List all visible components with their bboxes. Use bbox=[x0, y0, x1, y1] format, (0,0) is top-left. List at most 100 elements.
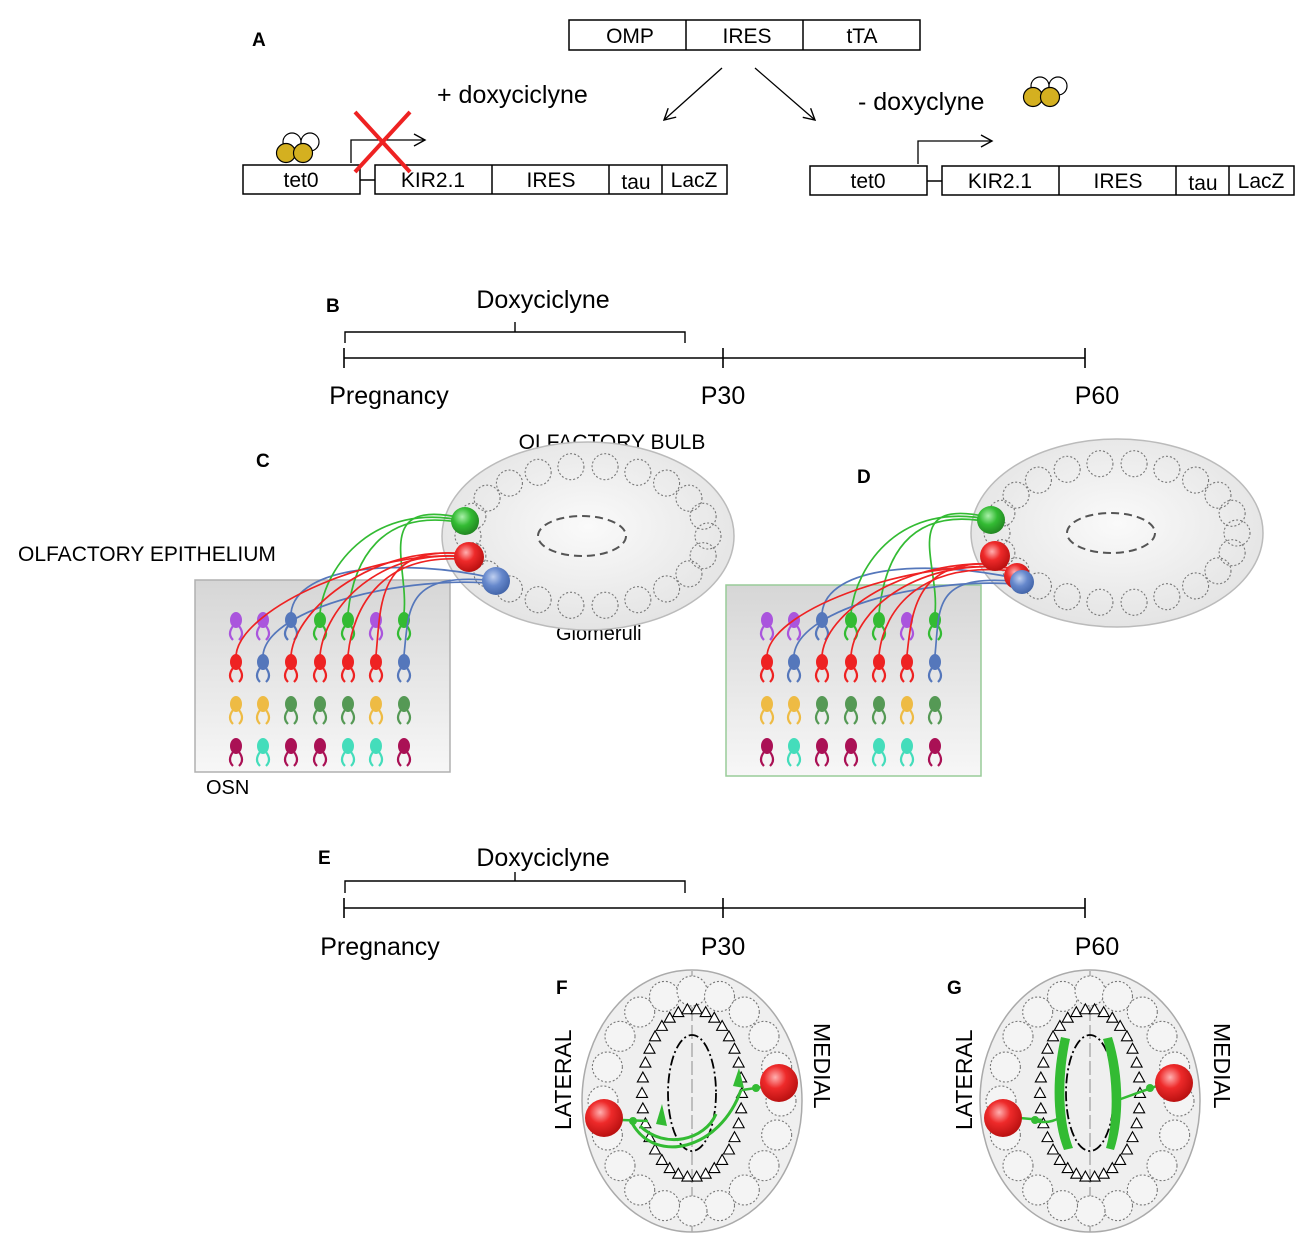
panel-letter-e: E bbox=[318, 848, 331, 869]
driver-ires: IRES bbox=[722, 25, 771, 48]
mitral-cell bbox=[1097, 1005, 1111, 1018]
core-f bbox=[667, 1034, 717, 1152]
osn-cell bbox=[257, 654, 269, 670]
axon bbox=[793, 582, 1026, 656]
axon bbox=[878, 568, 1014, 656]
mitral-cell bbox=[1097, 1167, 1111, 1179]
osn-dendrites bbox=[927, 667, 943, 683]
promoter-arrow-right bbox=[917, 134, 994, 164]
treatment-label-b: Doxyciclyne bbox=[476, 286, 609, 314]
mitral-cell bbox=[1078, 1002, 1092, 1015]
projections-g bbox=[1019, 1037, 1169, 1150]
panel-f: F LATERAL MEDIAL bbox=[550, 969, 835, 1233]
osn-dendrites bbox=[843, 667, 859, 683]
osn-cell bbox=[398, 738, 410, 754]
ires-right: IRES bbox=[1093, 170, 1142, 193]
target-construct-left: tet0 KIR2.1 IRES tau LacZ bbox=[242, 110, 728, 195]
panel-a: A OMP IRES tTA + doxyciclyne - doxyclyne bbox=[242, 19, 1295, 196]
glomerulus bbox=[676, 975, 708, 1007]
osn-dendrites bbox=[368, 751, 384, 767]
glomerulus bbox=[524, 586, 552, 614]
osn-dendrites bbox=[396, 751, 412, 767]
osn-dendrites bbox=[899, 709, 915, 725]
treatment-label-e: Doxyciclyne bbox=[476, 844, 609, 872]
timepoint-p60-b: P60 bbox=[1075, 382, 1119, 410]
glomerulus bbox=[1101, 1190, 1134, 1222]
blue-glomerulus-d bbox=[1010, 570, 1034, 594]
mitral-cell bbox=[715, 1019, 729, 1031]
osn-cell bbox=[370, 738, 382, 754]
glomerulus bbox=[689, 502, 717, 530]
osn-cell bbox=[901, 654, 913, 670]
glomerulus bbox=[1120, 450, 1148, 478]
osn-label: OSN bbox=[206, 777, 249, 799]
panel-b: B Doxyciclyne Pregnancy P30 P60 bbox=[326, 286, 1119, 410]
mitral-cell bbox=[636, 1070, 650, 1083]
osn-cell bbox=[285, 612, 297, 628]
osn-grid-d bbox=[759, 612, 943, 767]
glomerulus bbox=[1126, 996, 1158, 1028]
axon bbox=[850, 565, 1011, 656]
glomerulus bbox=[1146, 1150, 1178, 1182]
osn-dendrites bbox=[814, 667, 830, 683]
glomerulus bbox=[1101, 980, 1134, 1012]
osn-dendrites bbox=[899, 667, 915, 683]
glomerulus bbox=[703, 980, 736, 1012]
osn-cell bbox=[285, 738, 297, 754]
mitral-cell bbox=[1041, 1042, 1054, 1054]
glomerulus bbox=[1002, 1150, 1034, 1182]
projections-f bbox=[621, 1068, 771, 1149]
arrow-to-minus-dox bbox=[754, 67, 817, 121]
glomerulus bbox=[1223, 519, 1251, 547]
mitral-cell bbox=[1034, 1070, 1048, 1083]
glomerulus bbox=[989, 1051, 1021, 1083]
tau-right: tau bbox=[1188, 172, 1217, 195]
axon bbox=[878, 518, 995, 614]
olfactory-bulb-d bbox=[970, 438, 1264, 628]
osn-cell bbox=[873, 654, 885, 670]
glomerulus bbox=[591, 1051, 623, 1083]
panel-letter-f: F bbox=[556, 978, 568, 999]
osn-cell bbox=[816, 738, 828, 754]
mitral-cell bbox=[671, 1167, 685, 1179]
osn-cell bbox=[285, 696, 297, 712]
osn-cell bbox=[845, 612, 857, 628]
osn-cell bbox=[370, 654, 382, 670]
timepoint-pregnancy-e: Pregnancy bbox=[320, 933, 440, 961]
glomerulus bbox=[1022, 996, 1054, 1028]
osn-dendrites bbox=[759, 709, 775, 725]
osn-dendrites bbox=[228, 625, 244, 641]
axon bbox=[934, 579, 1023, 656]
osn-dendrites bbox=[786, 625, 802, 641]
panel-e: E Doxyciclyne Pregnancy P30 P60 bbox=[318, 844, 1119, 961]
mitral-cell bbox=[663, 1161, 677, 1174]
osn-cell bbox=[230, 654, 242, 670]
osn-cell bbox=[314, 738, 326, 754]
red-glomerulus-d-upper bbox=[980, 541, 1010, 571]
mitral-cell bbox=[728, 1130, 741, 1143]
osn-cell bbox=[788, 738, 800, 754]
dox-molecule-left bbox=[275, 132, 320, 164]
lateral-label-f: LATERAL bbox=[550, 1029, 576, 1130]
olfactory-epithelium-label: OLFACTORY EPITHELIUM bbox=[18, 543, 276, 566]
mitral-cell bbox=[1053, 1153, 1067, 1165]
osn-cell bbox=[314, 696, 326, 712]
glomerulus bbox=[1182, 466, 1210, 494]
osn-dendrites bbox=[759, 625, 775, 641]
osn-cell bbox=[230, 612, 242, 628]
osn-dendrites bbox=[283, 751, 299, 767]
mitral-cell bbox=[1120, 1029, 1134, 1042]
osn-cell bbox=[257, 612, 269, 628]
medial-label-g: MEDIAL bbox=[1209, 1023, 1235, 1109]
osn-dendrites bbox=[283, 667, 299, 683]
osn-cell bbox=[342, 696, 354, 712]
panel-d: D bbox=[725, 438, 1264, 777]
panel-letter-a: A bbox=[252, 30, 266, 51]
mitral-cell bbox=[707, 1011, 721, 1023]
osn-dendrites bbox=[368, 667, 384, 683]
red-glomerulus-c bbox=[454, 542, 484, 572]
mitral-cell bbox=[680, 1002, 694, 1015]
lateral-label-g: LATERAL bbox=[951, 1029, 977, 1130]
glomerulus bbox=[1074, 975, 1106, 1007]
